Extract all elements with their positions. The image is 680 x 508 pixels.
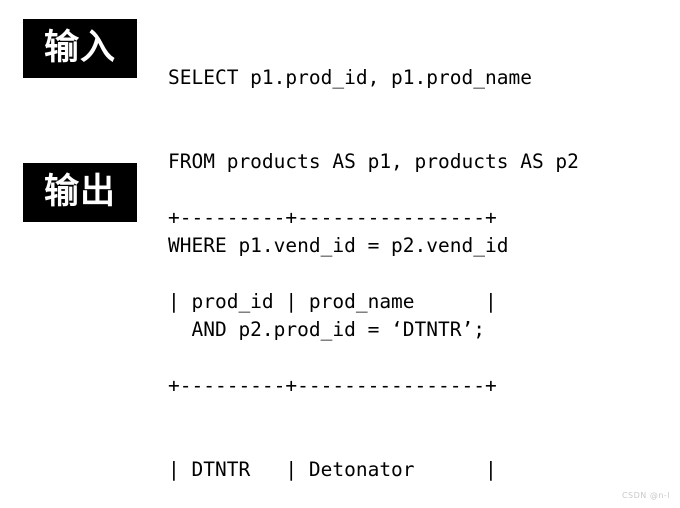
sql-line-1: SELECT p1.prod_id, p1.prod_name [168,66,532,89]
sql-query-block: SELECT p1.prod_id, p1.prod_name FROM pro… [168,8,579,400]
sql-line-2: FROM products AS p1, products AS p2 [168,150,579,173]
table-border-top: +---------+----------------+ [168,206,497,229]
table-border-middle: +---------+----------------+ [168,374,497,397]
csdn-watermark: CSDN @n-l [621,491,670,500]
output-label-badge: 输出 [23,163,137,222]
input-label-badge: 输入 [23,19,137,78]
output-label-text: 输出 [43,172,116,212]
table-row: | DTNTR | Detonator | [168,458,497,481]
table-header-row: | prod_id | prod_name | [168,290,497,313]
input-label-text: 输入 [43,28,116,68]
result-table: +---------+----------------+ | prod_id |… [168,148,497,508]
sql-line-4: AND p2.prod_id = ‘DTNTR’; [168,318,485,341]
sql-line-3: WHERE p1.vend_id = p2.vend_id [168,234,509,257]
